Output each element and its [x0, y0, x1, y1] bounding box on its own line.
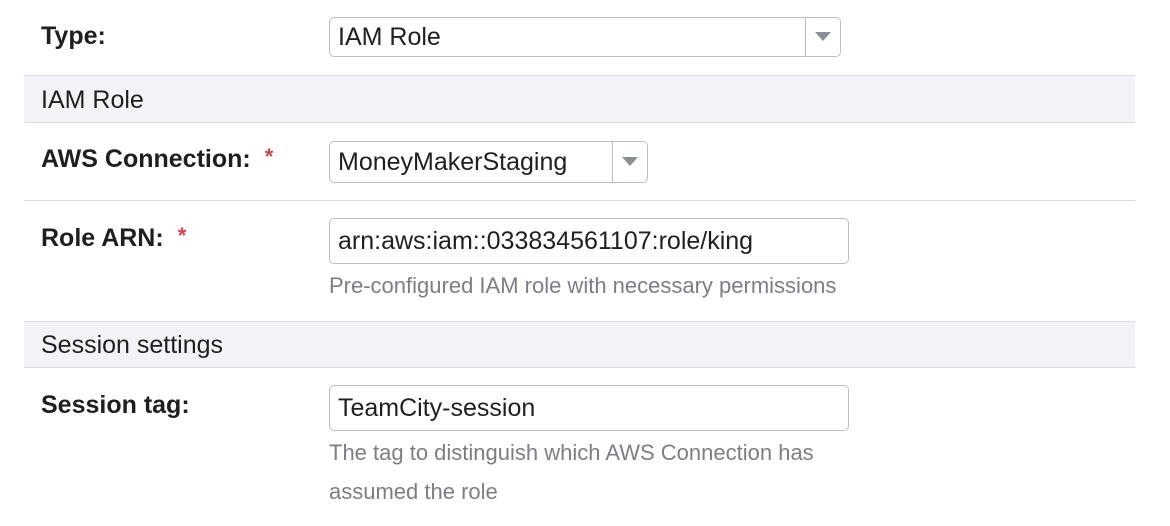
type-select-value: IAM Role	[338, 22, 441, 51]
type-dropdown-toggle[interactable]	[805, 18, 840, 56]
session-settings-section-title: Session settings	[41, 331, 224, 359]
iam-role-section-title: IAM Role	[41, 86, 144, 114]
required-asterisk: *	[177, 223, 187, 248]
role-arn-input[interactable]: arn:aws:iam::033834561107:role/king	[329, 218, 849, 264]
session-tag-label: Session tag:	[41, 391, 190, 419]
aws-connection-dropdown-toggle[interactable]	[612, 142, 647, 182]
session-tag-hint-line1: The tag to distinguish which AWS Connect…	[329, 440, 814, 465]
role-arn-hint: Pre-configured IAM role with necessary p…	[329, 273, 837, 298]
iam-role-form: Type: IAM Role IAM Role AWS Connection: *…	[24, 0, 1135, 526]
iam-role-section-header: IAM Role	[24, 76, 1135, 123]
role-arn-label-text: Role ARN:	[41, 224, 164, 252]
session-tag-hint-line2: assumed the role	[329, 479, 498, 504]
chevron-down-icon	[622, 157, 638, 166]
aws-connection-label: AWS Connection: *	[41, 144, 274, 174]
aws-connection-label-text: AWS Connection:	[41, 145, 251, 173]
role-arn-row: Role ARN: * arn:aws:iam::033834561107:rol…	[24, 201, 1135, 322]
session-settings-section-header: Session settings	[24, 322, 1135, 368]
type-label: Type:	[41, 22, 106, 50]
required-asterisk: *	[264, 144, 274, 169]
aws-connection-select[interactable]: MoneyMakerStaging	[329, 141, 648, 183]
type-row: Type: IAM Role	[24, 0, 1135, 76]
chevron-down-icon	[815, 32, 831, 41]
aws-connection-row: AWS Connection: * MoneyMakerStaging	[24, 123, 1135, 201]
type-select[interactable]: IAM Role	[329, 17, 841, 57]
session-tag-input[interactable]: TeamCity-session	[329, 385, 849, 431]
aws-connection-select-value: MoneyMakerStaging	[338, 147, 568, 176]
session-tag-row: Session tag: TeamCity-session The tag to…	[24, 368, 1135, 526]
role-arn-label: Role ARN: *	[41, 223, 187, 253]
